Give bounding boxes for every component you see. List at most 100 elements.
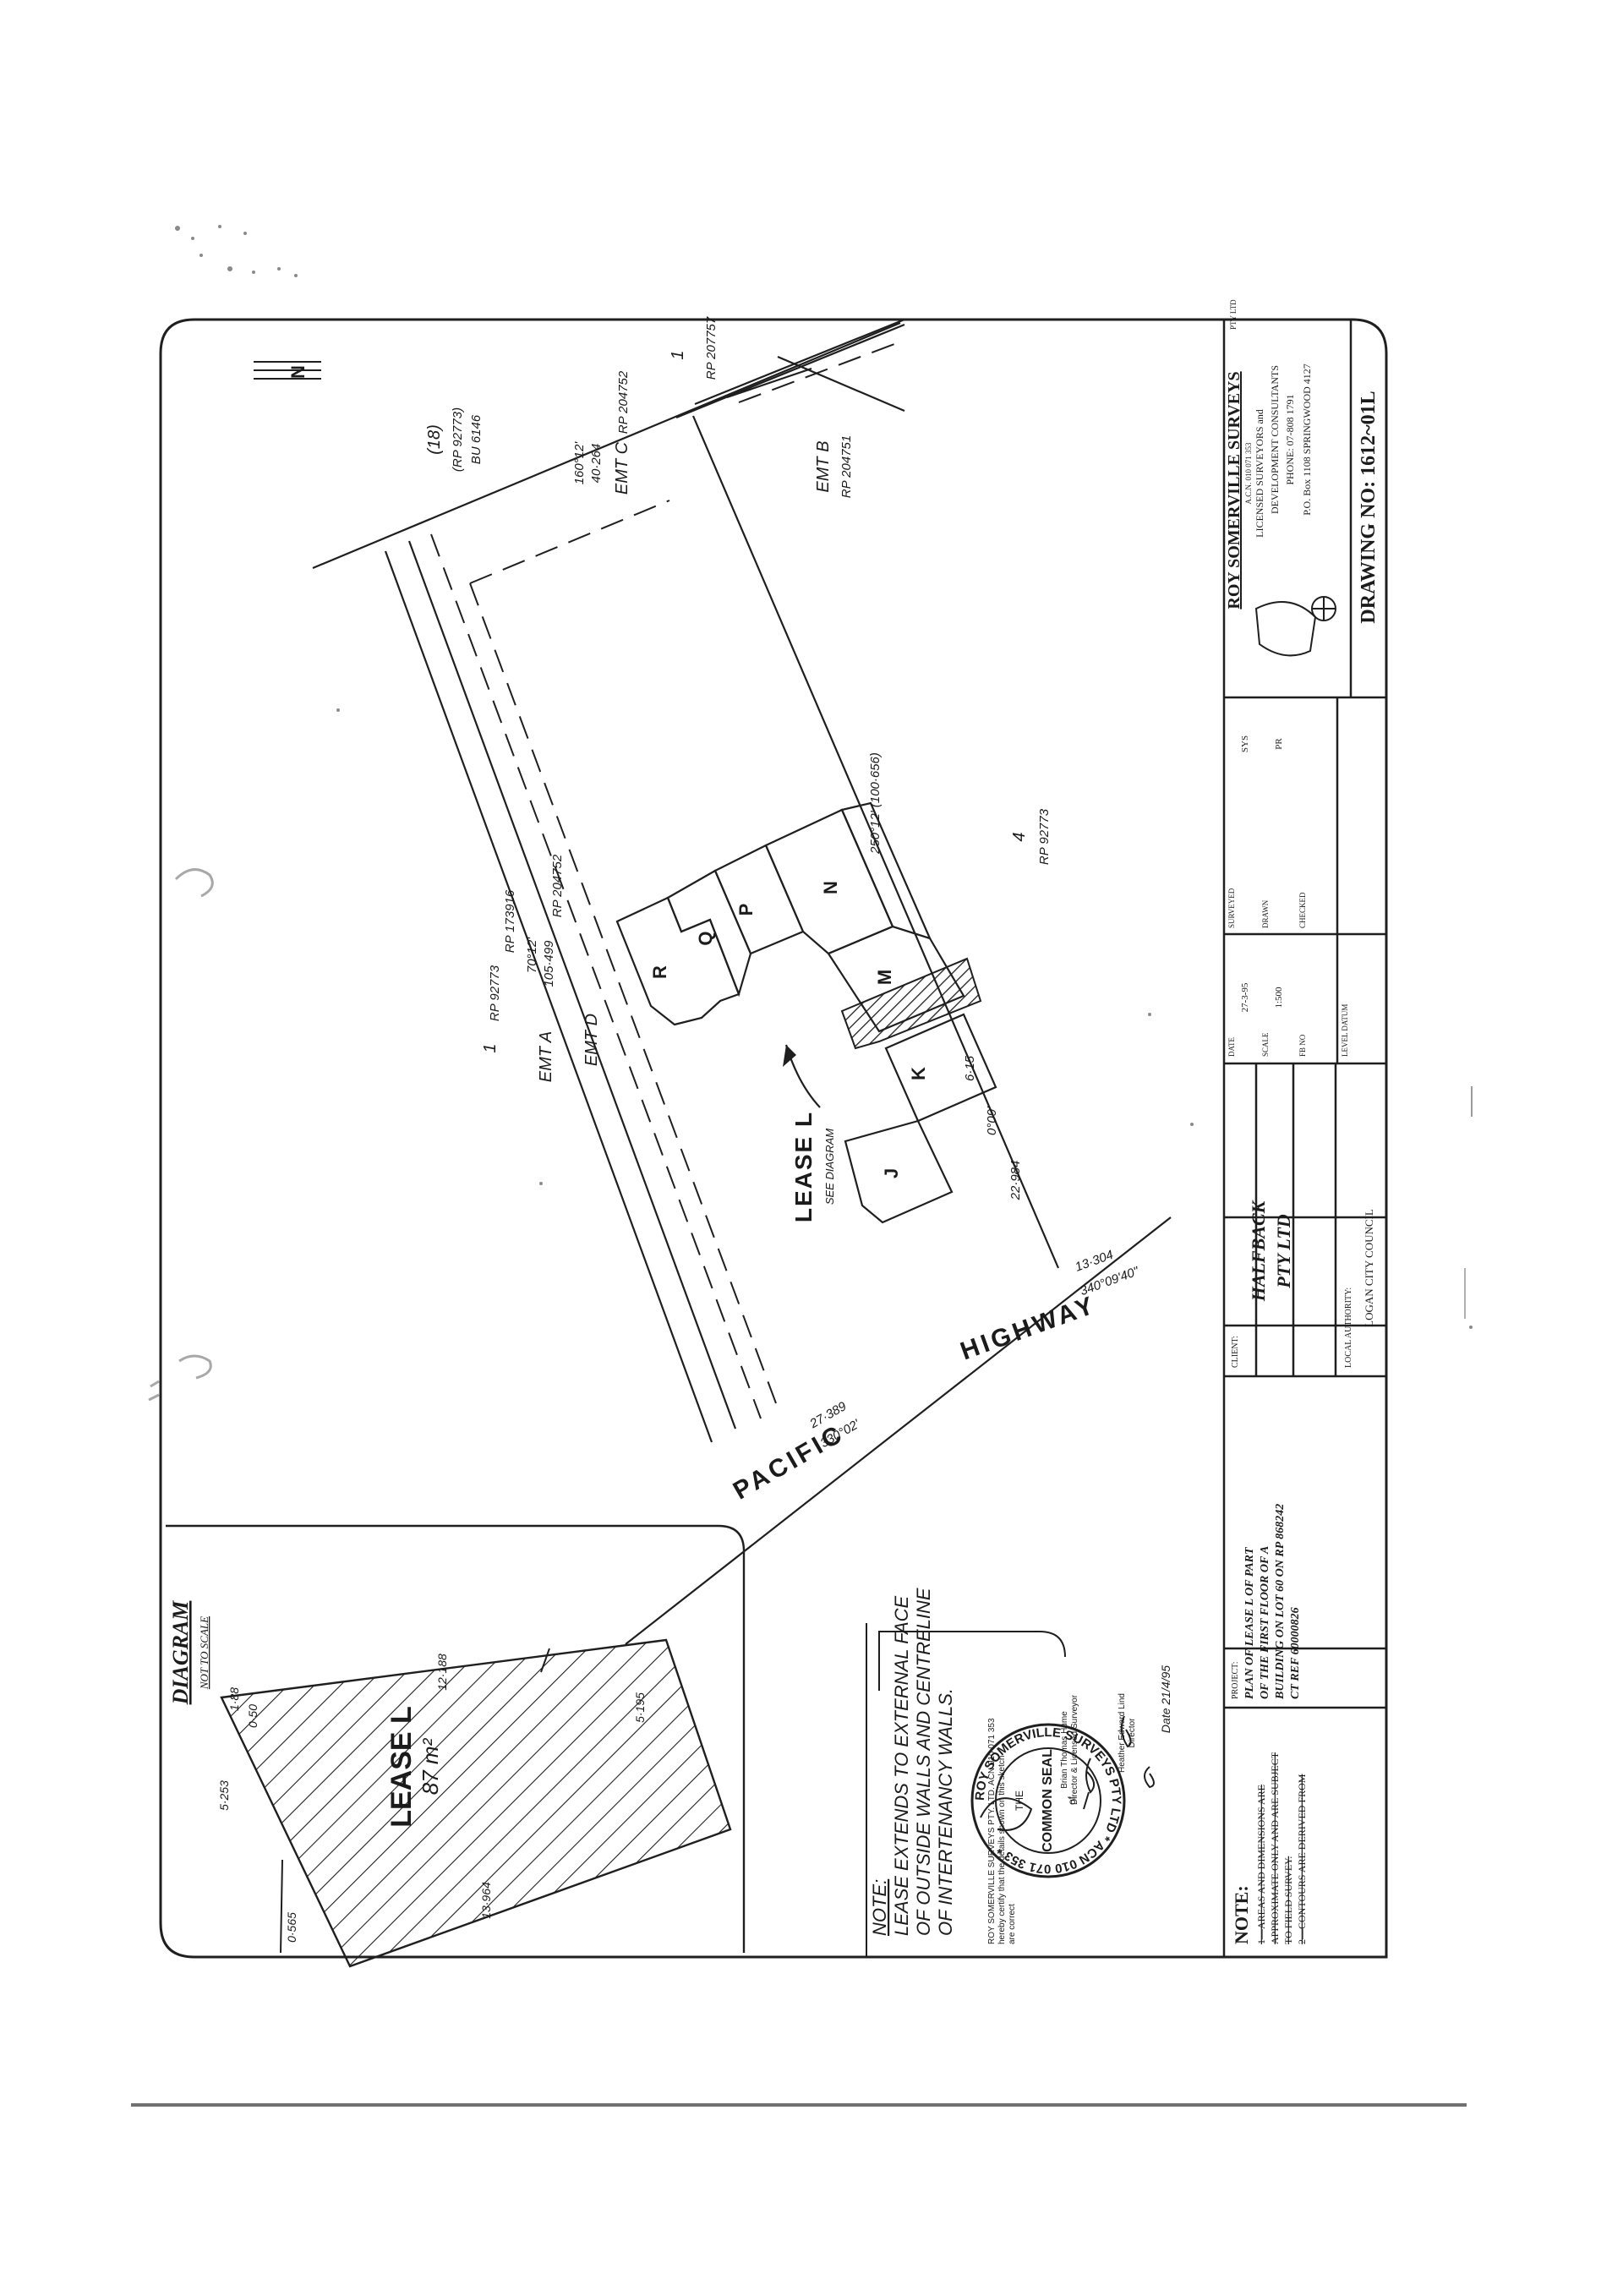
- tb-date-value: 27-3-95: [1240, 982, 1250, 1012]
- tb-client-label: CLIENT:: [1231, 1336, 1240, 1368]
- lot-1-rp-left: RP 92773: [488, 965, 502, 1021]
- certification-text: ROY SOMERVILLE SURVEYS PTY. LTD. ACN 010…: [987, 1665, 1172, 1944]
- distance-40-264: 40·264: [589, 444, 604, 484]
- seal-the: THE: [1014, 1790, 1025, 1811]
- diagram-lease-label: LEASE L: [385, 1706, 418, 1828]
- tenancy-label-r: R: [649, 965, 670, 979]
- diagram-title: DIAGRAM: [168, 1600, 193, 1706]
- tb-client-line-2: PTY LTD: [1273, 1214, 1294, 1288]
- lease-leader-arrow: [783, 1045, 796, 1067]
- lot-1-top: 1: [669, 350, 687, 359]
- bearing-70: 70°12': [525, 937, 539, 973]
- distance-105: 105·499: [542, 940, 556, 987]
- tb-project-line-3: BUILDING ON LOT 60 ON RP 868242: [1274, 1504, 1287, 1700]
- emt-d-rp: RP 204752: [550, 854, 565, 917]
- tb-note-line-1: 1—AREAS AND DIMENSIONS ARE: [1255, 1785, 1267, 1944]
- tb-local-label: LOCAL AUTHORITY:: [1344, 1287, 1353, 1368]
- easement-dashed-lines: [430, 341, 902, 1419]
- tb-project-label: PROJECT:: [1231, 1661, 1240, 1699]
- lease-note: NOTE: LEASE EXTENDS TO EXTERNAL FACE OF …: [869, 1588, 956, 1936]
- diagram-dim-1-88: 1·88: [227, 1687, 241, 1711]
- bearing-160: 160°12': [572, 441, 587, 485]
- tb-project-line-2: OF THE FIRST FLOOR OF A: [1259, 1546, 1271, 1699]
- lot-18-boundary: [694, 318, 905, 406]
- tb-drawing-no: DRAWING NO: 1612~01L: [1358, 391, 1380, 623]
- title-block-text: NOTE: 1—AREAS AND DIMENSIONS ARE APPROXI…: [1225, 299, 1380, 1944]
- tenancy-label-q: Q: [695, 931, 716, 945]
- emt-c-rp: RP 204752: [616, 370, 631, 434]
- emt-a-inner-line: [384, 550, 713, 1443]
- emt-a-rp: RP 173916: [503, 889, 517, 953]
- scan-bottom-line: [131, 2103, 1467, 2107]
- lot-18-rp: (RP 92773): [451, 407, 465, 472]
- tb-scale-value: 1:500: [1274, 987, 1284, 1009]
- cert-sig1-name: Brian Thomas Hume: [1060, 1711, 1069, 1789]
- emt-b-label: EMT B: [814, 440, 833, 492]
- lease-l-hatched-area: [840, 957, 982, 1050]
- emt-c-line: [675, 323, 905, 419]
- emt-d-label: EMT D: [582, 1014, 601, 1066]
- diagram-tick: [280, 1859, 283, 1954]
- building-outline: [615, 801, 997, 1224]
- diagram-dim-0-565: 0·565: [285, 1912, 298, 1943]
- signature-marks: [980, 1715, 1155, 1831]
- tb-drawn-value: PR: [1274, 738, 1284, 750]
- boundary-east-line: [691, 415, 1060, 1269]
- tb-company-line2: LICENSED SURVEYORS and: [1254, 409, 1265, 538]
- diagram-dim-13-964: 13·964: [479, 1882, 493, 1919]
- lease-note-line-3: OF INTERTENANCY WALLS.: [935, 1688, 956, 1936]
- plan-linework: [312, 318, 1172, 1645]
- dim-6-15: 6·15: [963, 1055, 977, 1081]
- tb-note-line-4: 2—CONTOURS ARE DERIVED FROM: [1296, 1774, 1308, 1944]
- tenancy-j: [844, 1119, 954, 1224]
- tb-address: P.O. Box 1108 SPRINGWOOD 4127: [1301, 364, 1313, 516]
- lot-18-label: (18): [425, 424, 444, 455]
- bearing-0-09: 0°09': [985, 1106, 999, 1135]
- title-block-frame: [1222, 320, 1386, 1957]
- diagram-dim-12-188: 12·188: [435, 1654, 449, 1691]
- lease-note-line-2: OF OUTSIDE WALLS AND CENTRELINE: [913, 1588, 934, 1936]
- tenancy-label-n: N: [820, 881, 841, 894]
- diagram-subtitle: NOT TO SCALE: [198, 1616, 210, 1690]
- emt-c-inner: [726, 367, 812, 399]
- cert-sig1-role: Director & Licensed Surveyor: [1070, 1694, 1079, 1805]
- cert-date: Date 21/4/95: [1159, 1665, 1172, 1733]
- dim-22-984: 22·984: [1008, 1161, 1023, 1201]
- tb-company: ROY SOMERVILLE SURVEYS: [1225, 371, 1243, 609]
- cert-line-2: hereby certify that the details shown on…: [997, 1756, 1007, 1944]
- diagram-dim-5-195: 5·195: [633, 1692, 647, 1723]
- cert-sig2-role: Director: [1128, 1718, 1137, 1748]
- scan-line-mark: [1464, 1268, 1466, 1319]
- tb-note-title: NOTE:: [1231, 1885, 1252, 1944]
- cert-line-1: ROY SOMERVILLE SURVEYS PTY. LTD. ACN 010…: [987, 1718, 997, 1944]
- tb-note-line-2: APPROXIMATE ONLY AND ARE SUBJECT: [1269, 1752, 1281, 1944]
- tb-local-value: LOGAN CITY COUNCIL: [1363, 1209, 1375, 1327]
- tb-scale-label: SCALE: [1261, 1032, 1270, 1057]
- scan-line-mark: [1471, 1086, 1473, 1117]
- tb-client-line-1: HALFBACK: [1248, 1200, 1269, 1302]
- tb-project-line-1: PLAN OF LEASE L OF PART: [1243, 1546, 1256, 1699]
- tb-surveyed-label: SURVEYED: [1227, 888, 1236, 928]
- tenancy-k: [884, 1013, 997, 1123]
- tb-date-label: DATE: [1227, 1037, 1236, 1057]
- pacific-highway-line: [625, 1216, 1172, 1645]
- tb-level-label: LEVEL DATUM: [1341, 1004, 1349, 1057]
- boundary-top-road: [312, 321, 901, 570]
- tenancy-label-j: J: [881, 1168, 902, 1178]
- company-logo-icon: [1254, 596, 1336, 657]
- tb-checked-label: CHECKED: [1298, 892, 1307, 928]
- tenancy-label-k: K: [908, 1067, 929, 1080]
- tb-fb-label: FB NO: [1298, 1034, 1307, 1057]
- tenancy-label-p: P: [735, 904, 757, 916]
- tb-surveyed-value: SYS: [1240, 735, 1250, 752]
- seal-of: of: [1066, 1796, 1078, 1805]
- certification-box: [878, 1631, 1066, 1691]
- scan-marks: [175, 225, 1473, 1329]
- tb-phone: PHONE: 07-808 1791: [1284, 394, 1296, 484]
- lot-1-left: 1: [481, 1043, 500, 1052]
- lot-18-bup: BU 6146: [469, 414, 484, 464]
- bearing-250: 250°12' (100·656): [868, 752, 883, 855]
- diagram-dim-0-50: 0·50: [246, 1704, 260, 1728]
